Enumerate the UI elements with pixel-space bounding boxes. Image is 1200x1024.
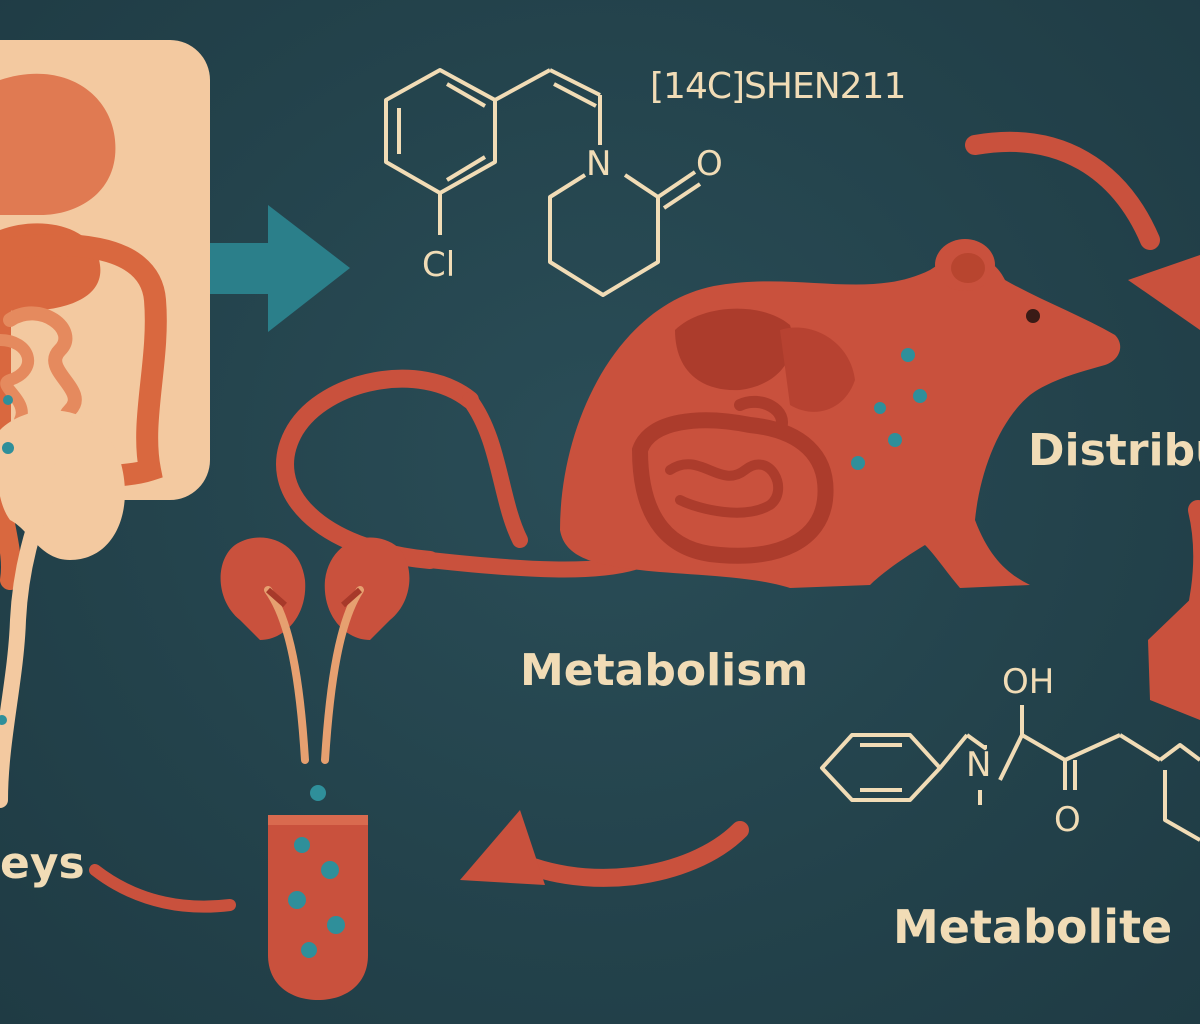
compound-name: [14C]SHEN211 <box>650 66 906 107</box>
curved-arrow-distribution <box>965 131 1200 330</box>
rat-figure <box>276 239 1121 588</box>
compound-label: [14C]SHEN211 <box>650 66 906 107</box>
kidneys-label: eys <box>0 838 85 889</box>
organ-panel <box>0 40 210 590</box>
curved-arrow-left-lower <box>89 864 236 913</box>
atom-o2: O <box>1054 800 1081 840</box>
test-tube <box>268 815 368 1000</box>
metabolite-structure <box>820 705 1200 842</box>
distribution-label: Distribu <box>1028 425 1200 476</box>
atom-o: O <box>696 144 723 184</box>
kidney-left-partial <box>0 395 125 808</box>
atom-cl: Cl <box>422 245 456 285</box>
compound-structure <box>384 68 702 297</box>
atom-n2: N <box>966 745 992 785</box>
metabolism-label: Metabolism <box>520 645 809 696</box>
teal-arrow-icon <box>210 205 350 332</box>
atom-oh: OH <box>1002 662 1055 702</box>
curved-arrow-metabolite <box>1148 500 1200 720</box>
curved-arrow-excretion <box>460 810 749 887</box>
atom-n: N <box>586 144 612 184</box>
metabolite-label: Metabolite <box>893 900 1173 954</box>
kidneys-pair <box>220 537 410 801</box>
